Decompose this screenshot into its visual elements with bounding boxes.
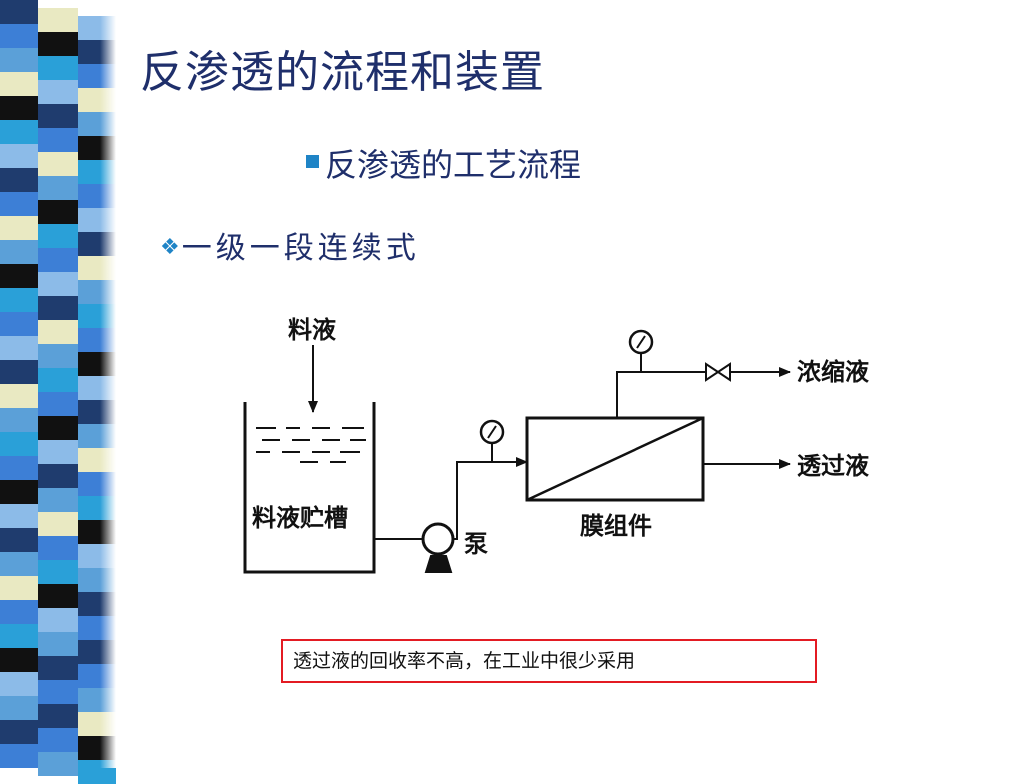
concentrate-pipe [616,371,706,418]
stripe-cell [0,456,38,480]
stripe-cell [0,720,38,744]
stripe-cell [0,336,38,360]
stripe-cell [38,320,78,344]
subtitle-text: 反渗透的工艺流程 [325,146,582,184]
slide-title: 反渗透的流程和装置 [140,47,545,98]
decorative-stripe-bar [0,0,116,784]
stripe-cell [0,312,38,336]
stripe-cell [38,584,78,608]
stripe-cell [0,168,38,192]
stripe-cell [38,464,78,488]
stripe-cell [0,408,38,432]
stripe-cell [0,360,38,384]
stripe-cell [38,440,78,464]
concentrate-label: 浓缩液 [797,358,869,386]
stripe-cell [0,744,38,768]
stripe-cell [38,32,78,56]
stripe-cell [0,120,38,144]
stripe-cell [0,480,38,504]
stripe-cell [0,288,38,312]
diamond-bullet-icon: ❖ [160,235,180,260]
stripe-cell [0,72,38,96]
stripe-cell [38,56,78,80]
stripe-cell [38,536,78,560]
stripe-cell [38,176,78,200]
stripe-cell [38,512,78,536]
stripe-cell [38,128,78,152]
stripe-fade [100,0,116,768]
stripe-cell [38,728,78,752]
stripe-cell [0,48,38,72]
stripe-cell [38,704,78,728]
stripe-cell [38,152,78,176]
permeate-label: 透过液 [797,452,869,480]
stripe-cell [0,192,38,216]
stripe-cell [0,96,38,120]
stripe-cell [38,632,78,656]
stripe-cell [38,488,78,512]
stripe-cell [0,528,38,552]
membrane-module [525,416,705,502]
stripe-cell [0,24,38,48]
bullet-text: 一级一段连续式 [181,231,420,266]
pump [421,522,455,573]
stripe-cell [0,144,38,168]
stripe-cell [38,656,78,680]
stripe-cell [0,216,38,240]
stripe-cell [38,392,78,416]
stripe-cell [38,296,78,320]
stripe-cell [0,672,38,696]
stripe-cell [0,504,38,528]
stripe-cell [0,384,38,408]
stripe-cell [38,104,78,128]
reverse-osmosis-flow-diagram: 料液 料液贮槽 泵 膜组件 浓缩液 透过液 [243,316,869,574]
bullet-item: ❖一级一段连续式 [160,223,420,267]
pump-label: 泵 [464,530,488,558]
pressure-gauge-icon [628,329,654,372]
valve-icon [705,362,731,382]
stripe-cell [0,576,38,600]
subtitle: 反渗透的工艺流程 [306,140,581,186]
square-bullet-icon [306,155,319,168]
module-label: 膜组件 [579,512,652,540]
stripe-cell [0,240,38,264]
feed-tank [243,402,376,574]
stripe-cell [38,368,78,392]
stripe-cell [38,680,78,704]
stripe-cell [38,416,78,440]
stripe-cell [0,600,38,624]
stripe-cell [38,272,78,296]
stripe-cell [0,264,38,288]
stripe-cell [38,80,78,104]
liquid-surface-lines [256,427,366,463]
stripe-cell [38,8,78,32]
stripe-cell [0,432,38,456]
stripe-cell [0,648,38,672]
pressure-gauge-icon [479,419,505,462]
stripe-cell [38,224,78,248]
stripe-cell [0,696,38,720]
feed-label: 料液 [288,316,336,344]
stripe-cell [0,0,38,24]
pump-to-module-pipe [453,461,527,540]
note-box: 透过液的回收率不高，在工业中很少采用 [281,639,817,683]
stripe-cell [38,248,78,272]
stripe-cell [38,560,78,584]
stripe-cell [38,344,78,368]
stripe-cell [0,552,38,576]
stripe-cell [0,624,38,648]
stripe-cell [38,200,78,224]
stripe-cell [38,608,78,632]
tank-label: 料液贮槽 [252,504,348,532]
